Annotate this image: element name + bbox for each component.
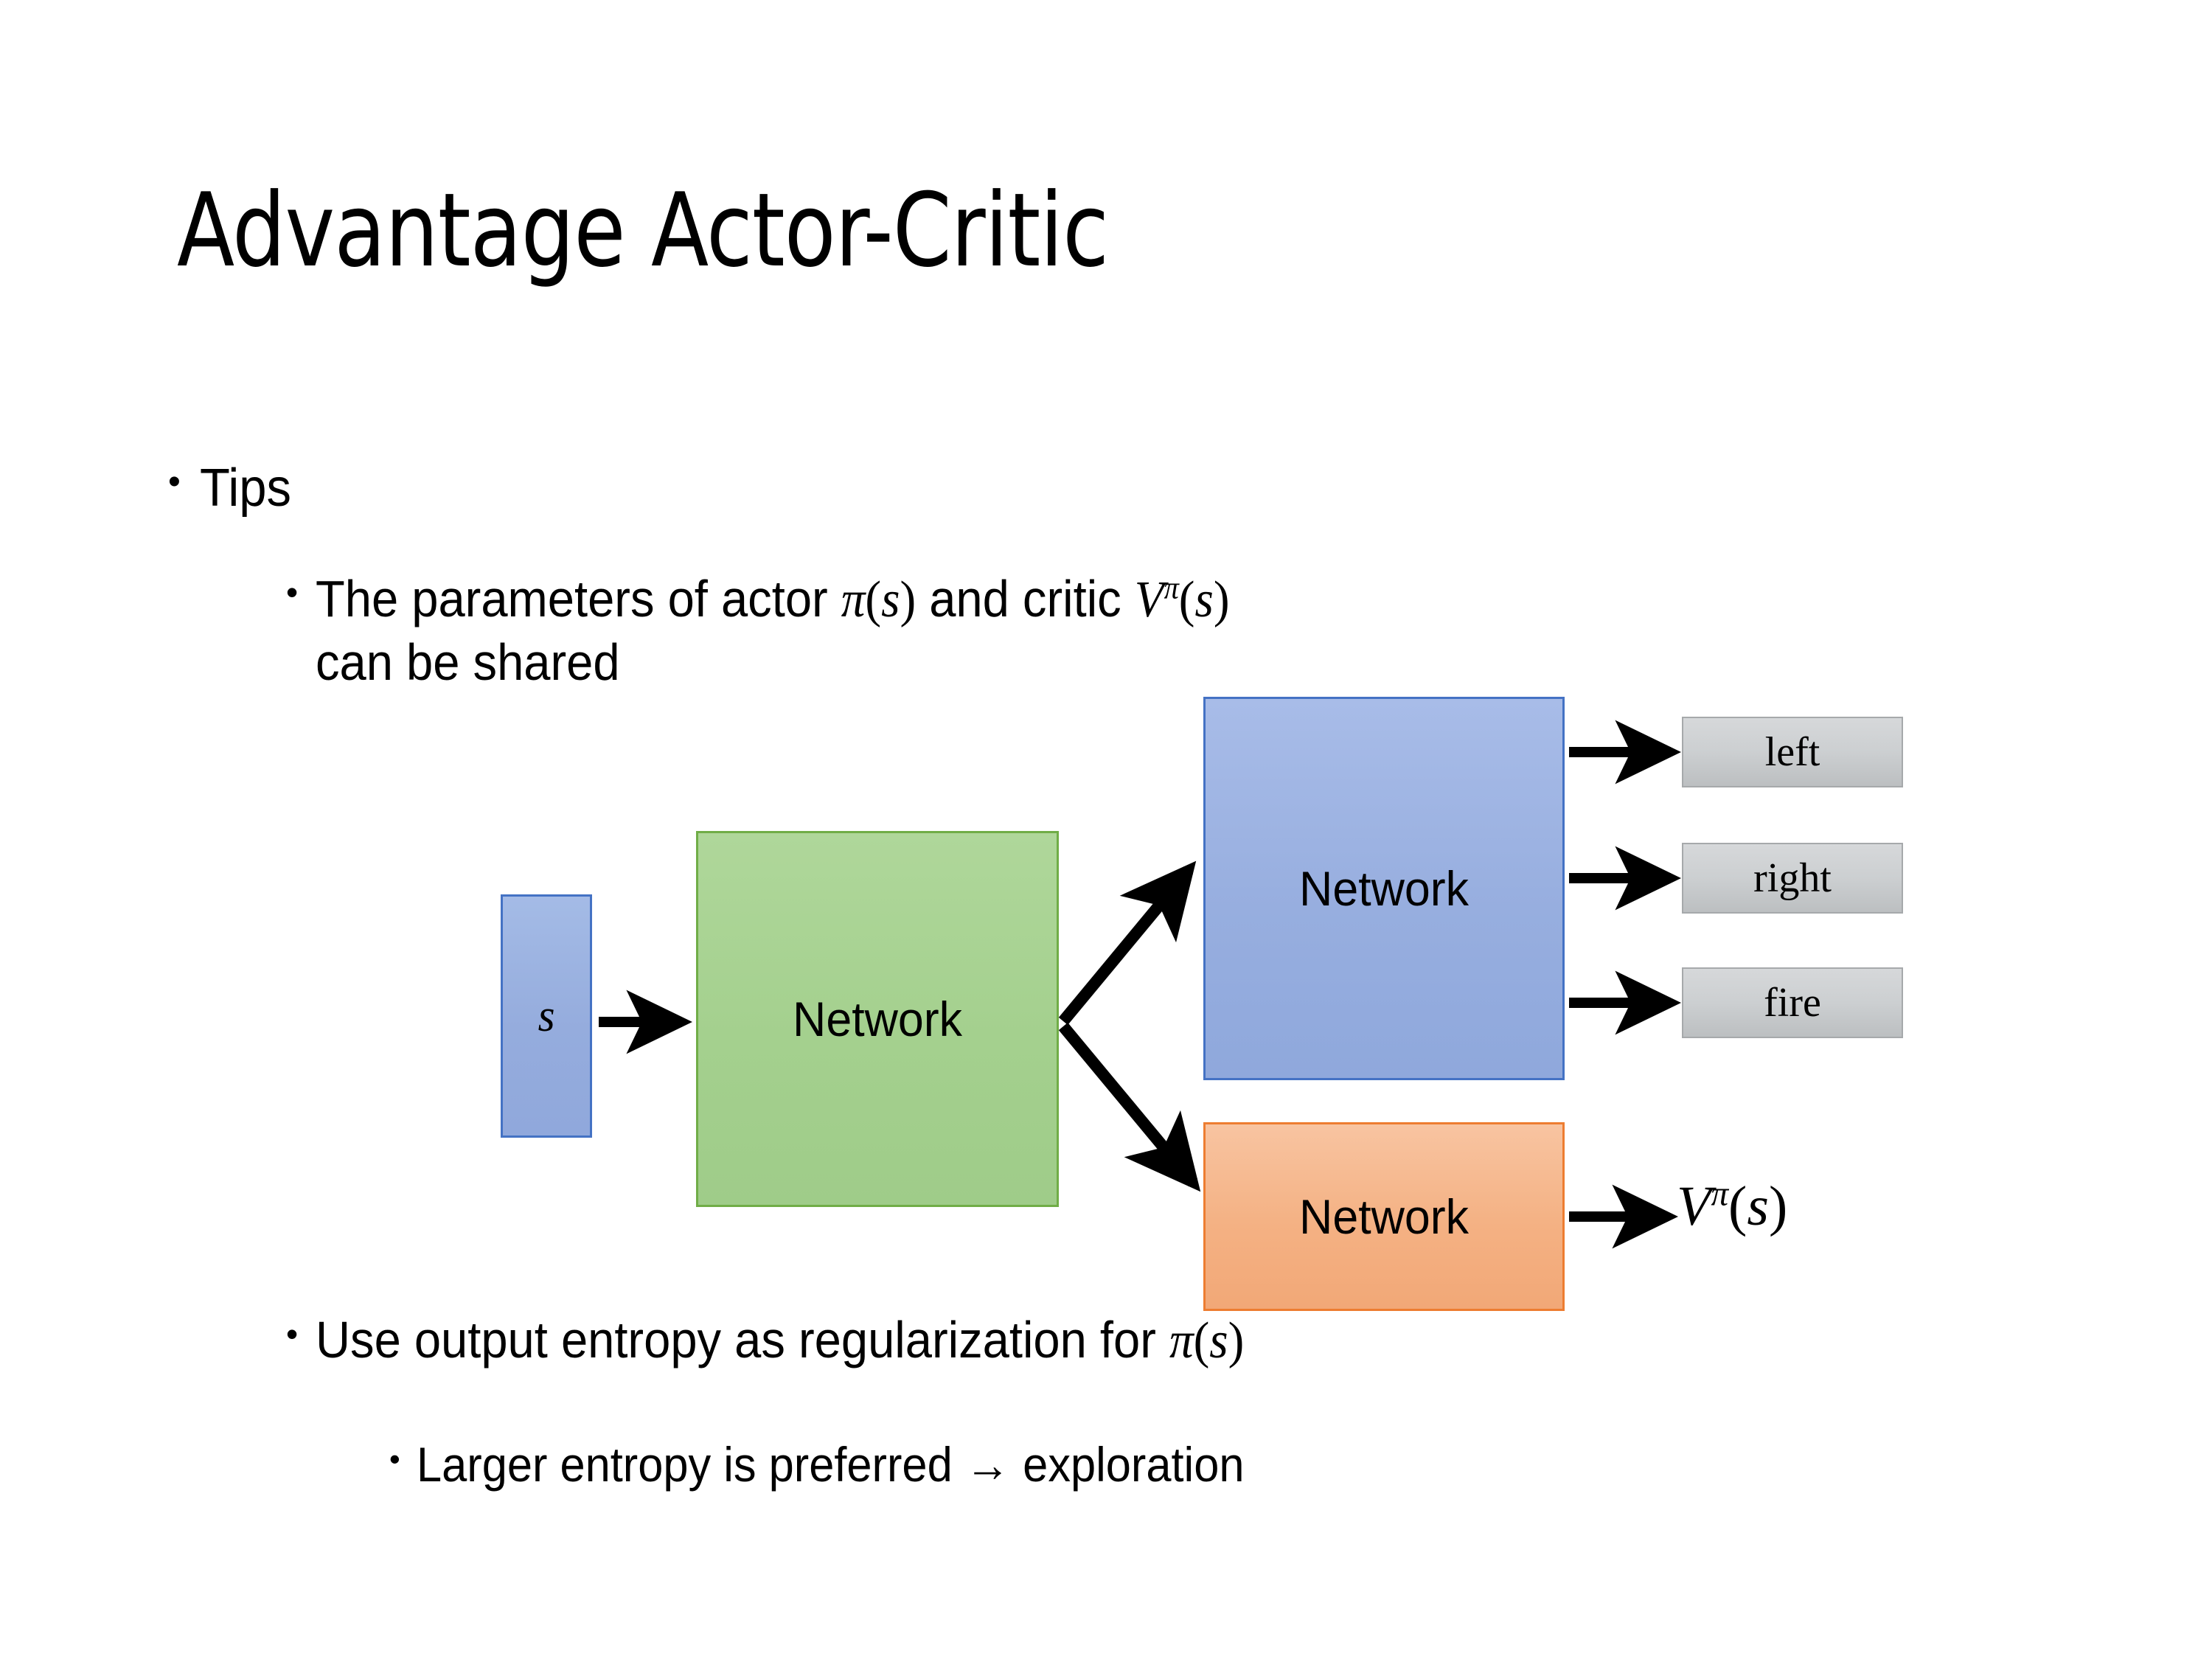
critic-output-superscript: π — [1711, 1175, 1729, 1214]
shared-line1-middle: and critic — [916, 570, 1135, 627]
bullet-marker-icon: • — [389, 1441, 400, 1476]
action-box-left[interactable]: left — [1682, 717, 1903, 787]
bullet-marker-icon: • — [286, 573, 299, 611]
math-critic-output: Vπ(s) — [1677, 1175, 1788, 1237]
action-label-right: right — [1753, 855, 1832, 901]
math-actor-arg: s — [1209, 1312, 1228, 1369]
critic-network-label: Network — [1299, 1189, 1469, 1244]
entropy-prefix: Use output entropy as regularization for — [316, 1311, 1170, 1368]
page-title: Advantage Actor-Critic — [177, 171, 1109, 290]
bullet-exploration-label: Larger entropy is preferred → exploratio… — [416, 1437, 1245, 1492]
math-actor-arg: s — [881, 571, 900, 628]
action-box-right[interactable]: right — [1682, 843, 1903, 914]
math-critic-superscript: π — [1164, 570, 1179, 606]
bullet-shared-parameters-text: The parameters of actor π(s) and critic … — [316, 568, 1947, 693]
critic-output-label: Vπ(s) — [1677, 1175, 1787, 1239]
math-actor-pi-of-s: π(s) — [841, 571, 917, 628]
arrow-shared-to-actor — [1058, 860, 1197, 1026]
bullet-tips-label: Tips — [199, 459, 291, 518]
math-critic-v-pi-of-s: Vπ(s) — [1134, 570, 1230, 628]
bullet-marker-icon: • — [168, 462, 181, 501]
bullet-entropy-regularization: • Use output entropy as regularization f… — [286, 1310, 2070, 1372]
bullet-shared-parameters: • The parameters of actor π(s) and criti… — [286, 568, 2070, 693]
state-box-label: s — [538, 990, 555, 1041]
math-actor-symbol: π — [841, 571, 866, 628]
shared-line2: can be shared — [316, 633, 620, 691]
math-actor-symbol: π — [1169, 1312, 1194, 1369]
bullet-exploration: • Larger entropy is preferred → explorat… — [389, 1436, 2085, 1494]
actor-network-label: Network — [1299, 861, 1469, 916]
shared-network-label: Network — [793, 992, 962, 1046]
math-critic-symbol: V — [1134, 571, 1164, 628]
bullet-entropy-text: Use output entropy as regularization for… — [316, 1310, 1947, 1372]
action-label-fire: fire — [1764, 980, 1821, 1026]
critic-network-box[interactable]: Network — [1203, 1122, 1565, 1311]
action-label-left: left — [1764, 729, 1820, 775]
state-box[interactable]: s — [501, 894, 592, 1138]
actor-network-box[interactable]: Network — [1203, 697, 1565, 1080]
shared-network-box[interactable]: Network — [696, 831, 1059, 1207]
bullet-tips: • Tips — [168, 457, 2011, 520]
math-actor-pi-of-s: π(s) — [1169, 1312, 1245, 1369]
action-box-fire[interactable]: fire — [1682, 967, 1903, 1038]
math-critic-arg: s — [1194, 571, 1214, 628]
shared-line1-prefix: The parameters of actor — [316, 570, 841, 627]
critic-output-symbol: V — [1677, 1175, 1711, 1237]
arrow-shared-to-critic — [1058, 1022, 1201, 1192]
bullet-marker-icon: • — [286, 1315, 299, 1353]
critic-output-arg: s — [1747, 1175, 1769, 1237]
